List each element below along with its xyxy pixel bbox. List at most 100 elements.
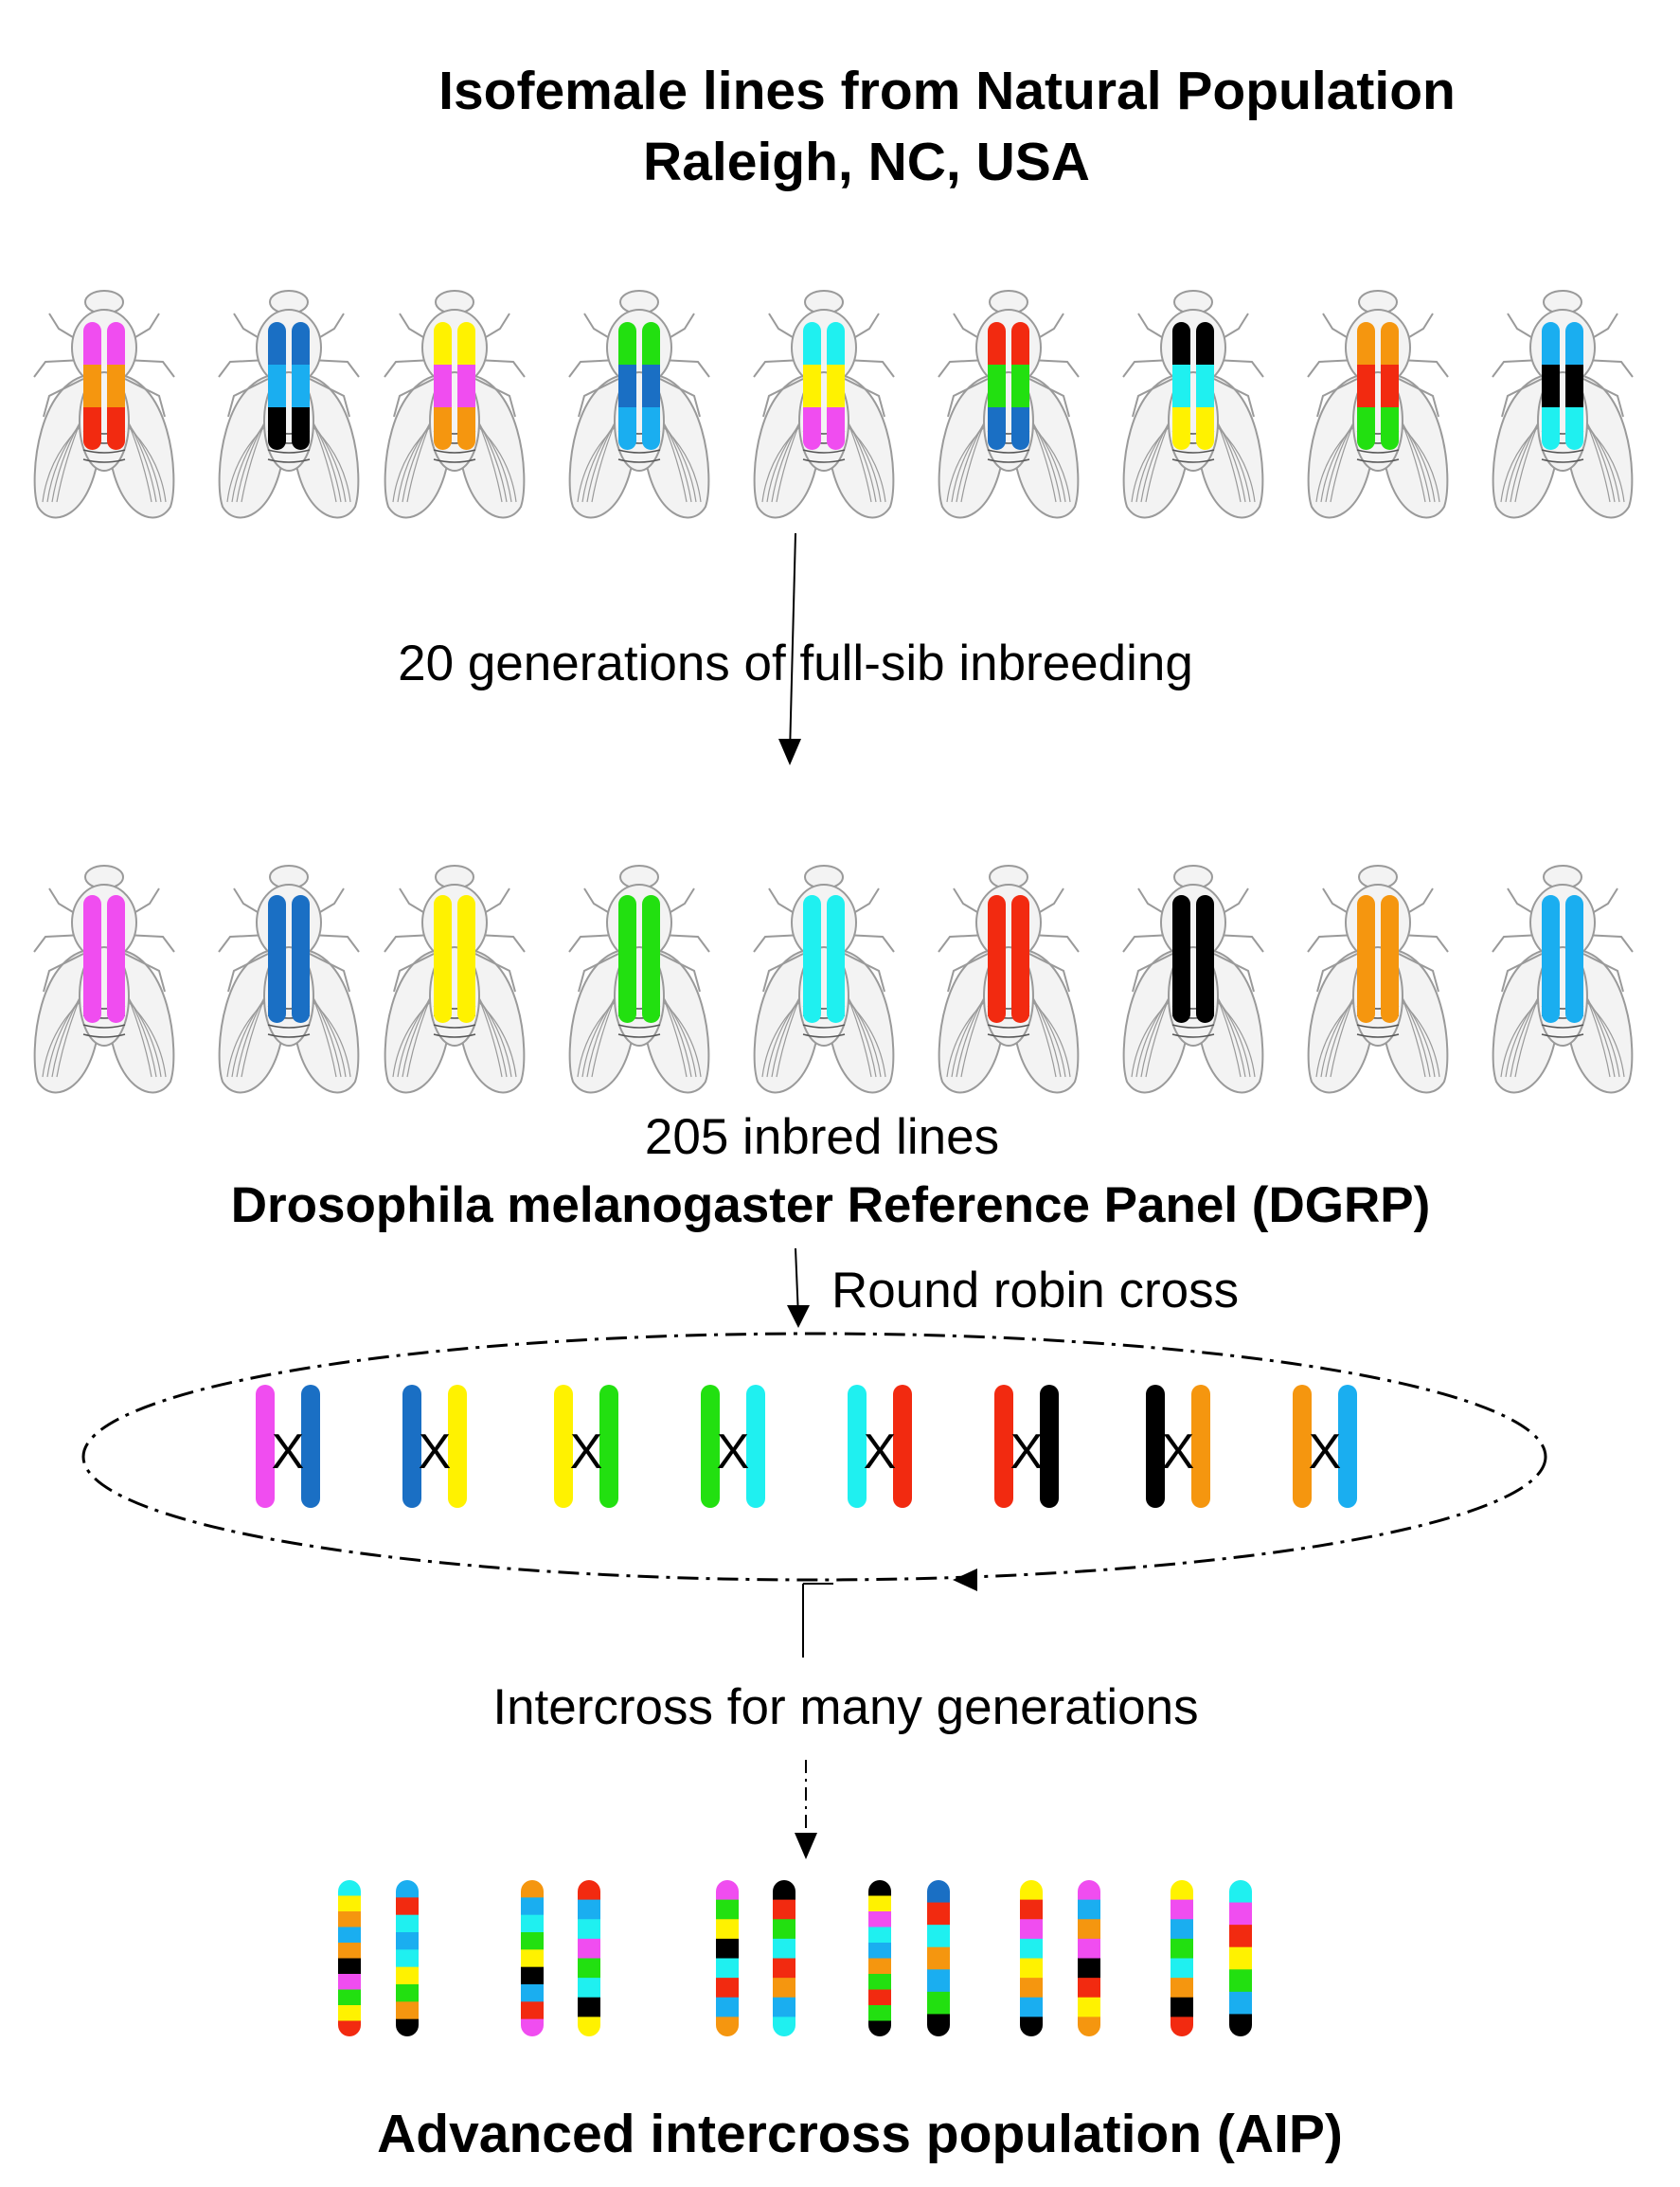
chromosome-segment — [642, 322, 660, 366]
chromosome-segment — [1020, 1899, 1043, 1920]
chromosome-icon — [1229, 1880, 1252, 2036]
chromosome-segment — [868, 1911, 891, 1928]
chromosome-icon — [1078, 1880, 1100, 2036]
chromosome-icon — [1191, 1385, 1210, 1508]
chromosome-segment — [1542, 365, 1560, 408]
drosophila-fly-icon — [1122, 865, 1264, 1094]
chromosome-segment — [893, 1385, 912, 1508]
drosophila-fly-icon — [1492, 290, 1634, 519]
chromosome-segment — [292, 407, 310, 450]
isofemale-fly — [33, 290, 175, 519]
chromosome-segment — [1171, 1958, 1193, 1979]
chromosome-segment — [1338, 1385, 1357, 1508]
chromosome-segment — [338, 1989, 361, 2006]
chromosome-icon — [83, 322, 101, 450]
chromosome-segment — [716, 1997, 739, 2017]
chromosome-segment — [457, 365, 475, 408]
chromosome-icon — [1357, 322, 1375, 450]
chromosome-icon — [1565, 322, 1583, 450]
chromosome-segment — [521, 1914, 544, 1933]
chromosome-segment — [1357, 407, 1375, 450]
cross-pair: X — [1146, 1385, 1210, 1508]
cross-symbol: X — [570, 1425, 603, 1479]
drosophila-fly-icon — [1307, 865, 1449, 1094]
chromosome-segment — [1357, 365, 1375, 408]
chromosome-segment — [927, 1925, 950, 1948]
chromosome-segment — [338, 1927, 361, 1944]
chromosome-segment — [1293, 1385, 1312, 1508]
chromosome-segment — [716, 1919, 739, 1940]
chromosome-segment — [402, 1385, 421, 1508]
chromosome-segment — [83, 895, 101, 1023]
arrow-down-icon-head — [778, 739, 801, 765]
chromosome-icon — [83, 895, 101, 1023]
chromosome-segment — [256, 1385, 275, 1508]
chromosome-segment — [338, 1880, 361, 1897]
chromosome-segment — [716, 1938, 739, 1960]
chromosome-segment — [1542, 895, 1560, 1023]
chromosome-icon — [1542, 322, 1560, 450]
drosophila-fly-icon — [218, 290, 360, 519]
drosophila-fly-icon — [938, 865, 1080, 1094]
chromosome-segment — [827, 322, 845, 366]
chromosome-segment — [1172, 895, 1190, 1023]
isofemale-fly — [1122, 290, 1264, 519]
chromosome-segment — [1172, 365, 1190, 408]
isofemale-fly — [1307, 290, 1449, 519]
chromosome-segment — [988, 407, 1006, 450]
inbreeding-label: 20 generations of full-sib inbreeding — [398, 636, 1193, 691]
chromosome-segment — [338, 2020, 361, 2036]
chromosome-segment — [927, 2014, 950, 2036]
drosophila-fly-icon — [218, 865, 360, 1094]
chromosome-icon — [434, 895, 452, 1023]
chromosome-icon — [292, 322, 310, 450]
chromosome-segment — [396, 1966, 419, 1985]
chromosome-segment — [1196, 407, 1214, 450]
chromosome-segment — [827, 365, 845, 408]
drosophila-fly-icon — [753, 290, 895, 519]
chromosome-segment — [716, 1899, 739, 1920]
chromosome-segment — [773, 1958, 795, 1979]
chromosome-segment — [868, 1943, 891, 1960]
aip-chromosomes — [338, 1880, 1252, 2036]
chromosome-segment — [338, 1911, 361, 1928]
chromosome-segment — [292, 365, 310, 408]
chromosome-segment — [773, 1997, 795, 2017]
chromosome-segment — [396, 1914, 419, 1933]
arrow-down-icon-head — [795, 1833, 817, 1859]
cross-pair: X — [848, 1385, 912, 1508]
chromosome-icon — [1542, 895, 1560, 1023]
chromosome-icon — [107, 322, 125, 450]
chromosome-icon — [868, 1880, 891, 2036]
chromosome-segment — [1171, 2017, 1193, 2036]
chromosome-segment — [1229, 2014, 1252, 2036]
chromosome-segment — [1078, 1938, 1100, 1960]
chromosome-icon — [1020, 1880, 1043, 2036]
chromosome-segment — [868, 1927, 891, 1944]
isofemale-fly — [218, 290, 360, 519]
chromosome-segment — [1229, 1902, 1252, 1926]
chromosome-segment — [1171, 1938, 1193, 1960]
arrow-down-icon — [789, 532, 796, 754]
chromosome-segment — [1171, 1978, 1193, 1999]
chromosome-segment — [1078, 1958, 1100, 1979]
chromosome-segment — [1011, 895, 1029, 1023]
chromosome-segment — [994, 1385, 1013, 1508]
chromosome-icon — [1172, 895, 1190, 1023]
chromosome-segment — [827, 407, 845, 450]
chromosome-segment — [1196, 365, 1214, 408]
chromosome-segment — [578, 1919, 600, 1940]
chromosome-icon — [521, 1880, 544, 2036]
chromosome-segment — [83, 365, 101, 408]
chromosome-segment — [1020, 1880, 1043, 1901]
inbred-lines-row — [33, 865, 1634, 1094]
chromosome-icon — [848, 1385, 867, 1508]
chromosome-icon — [457, 322, 475, 450]
chromosome-segment — [773, 1880, 795, 1901]
chromosome-segment — [1229, 1925, 1252, 1948]
chromosome-segment — [1020, 1938, 1043, 1960]
chromosome-segment — [1229, 1946, 1252, 1970]
cross-pair: X — [402, 1385, 467, 1508]
inbred-fly — [1122, 865, 1264, 1094]
